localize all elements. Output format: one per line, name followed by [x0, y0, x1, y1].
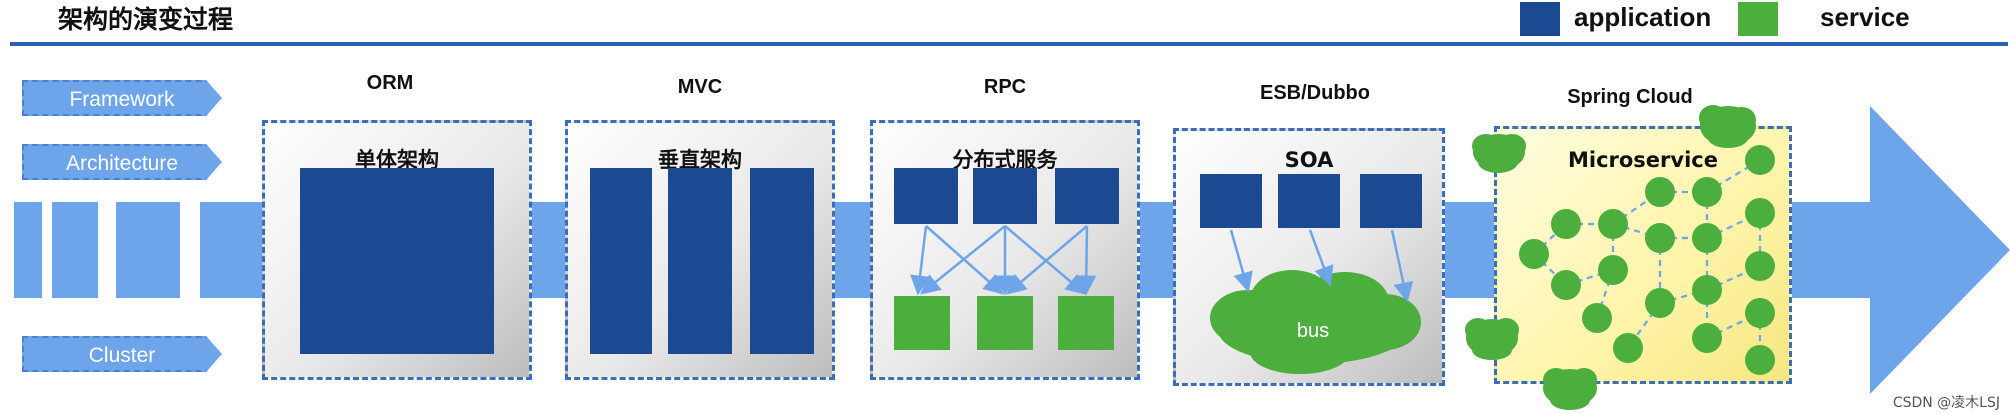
application-block [1055, 168, 1119, 224]
service-block [977, 296, 1033, 350]
application-block [973, 168, 1037, 224]
watermark: CSDN @凌木LSJ [1892, 395, 2000, 411]
application-block [894, 168, 958, 224]
application-block [1360, 174, 1422, 228]
page-title: 架构的演变过程 [58, 5, 234, 34]
application-block [668, 168, 732, 354]
application-block [1278, 174, 1340, 228]
application-block [590, 168, 652, 354]
legend-service-swatch [1738, 2, 1778, 36]
application-block [300, 168, 494, 354]
stage-title-esb-dubbo: ESB/Dubbo [1260, 82, 1370, 104]
stage-title-spring-cloud: Spring Cloud [1567, 86, 1693, 108]
stage-title-mvc: MVC [677, 76, 723, 98]
cluster-bar [116, 202, 180, 298]
cluster-bar [52, 202, 98, 298]
evolution-arrow-head [1870, 106, 2010, 394]
application-block [750, 168, 814, 354]
header-divider [10, 42, 2008, 46]
application-block [1200, 174, 1262, 228]
stage-subtitle-soa: SOA [1284, 148, 1334, 172]
side-tag-architecture: Architecture [22, 144, 222, 180]
stage-title-orm: ORM [366, 72, 414, 94]
legend-application-label: application [1574, 2, 1712, 32]
stage-subtitle-microservice: Microservice [1567, 148, 1718, 172]
service-block [1058, 296, 1114, 350]
cluster-bar [14, 202, 42, 298]
stage-title-rpc: RPC [983, 76, 1027, 98]
side-tag-cluster: Cluster [22, 336, 222, 372]
side-tag-framework: Framework [22, 80, 222, 116]
service-block [894, 296, 950, 350]
legend-application-swatch [1520, 2, 1560, 36]
legend-service-label: service [1820, 2, 1910, 32]
